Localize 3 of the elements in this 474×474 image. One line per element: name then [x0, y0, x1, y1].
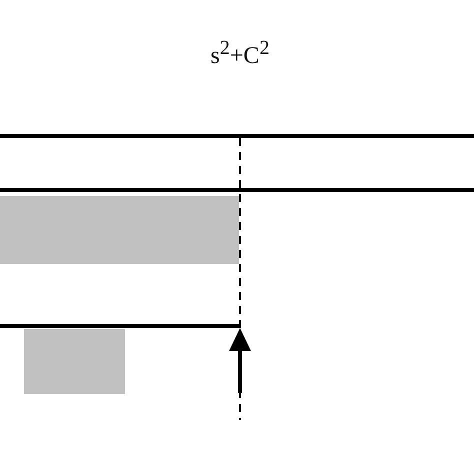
- formula-label: s$^{2}$+C$^{2}$: [210, 36, 270, 70]
- shaded-block: [0, 196, 239, 264]
- shaded-block: [24, 329, 125, 394]
